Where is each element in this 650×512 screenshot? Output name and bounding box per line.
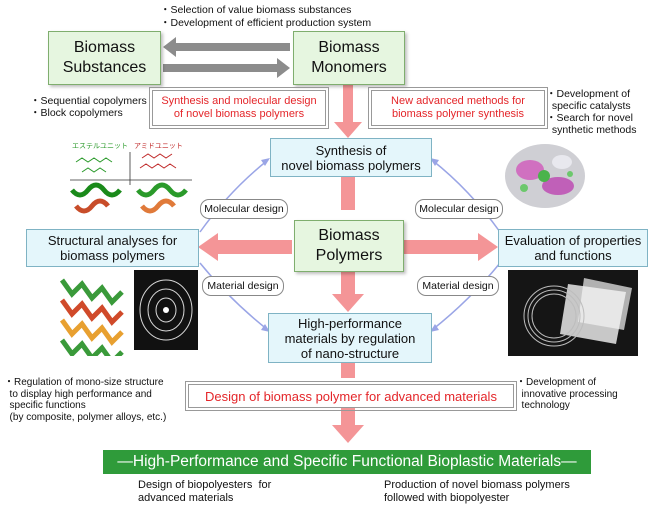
molecular-design-left: Molecular design bbox=[200, 199, 288, 219]
bioplastic-materials-bar: —High-Performance and Specific Functiona… bbox=[103, 450, 591, 474]
new-methods-label: New advanced methods for biomass polymer… bbox=[368, 87, 548, 129]
synthesis-label: Synthesis of novel biomass polymers bbox=[281, 142, 421, 173]
material-design-right: Material design bbox=[417, 276, 499, 296]
helix-left bbox=[70, 182, 122, 214]
molecular-design-right: Molecular design bbox=[415, 199, 503, 219]
gray-arrow-right bbox=[163, 58, 290, 78]
copolymers-note: ・Sequential copolymers ・Block copolymers bbox=[30, 95, 147, 119]
design-advanced-label: Design of biomass polymer for advanced m… bbox=[185, 381, 517, 411]
production-note: Production of novel biomass polymers fol… bbox=[384, 479, 570, 504]
protein-structure-drawing bbox=[505, 144, 585, 208]
biomass-substances-box: Biomass Substances bbox=[48, 31, 161, 85]
catalysts-note: ・Development of specific catalysts ・Sear… bbox=[546, 88, 637, 136]
red-arrow-left bbox=[198, 233, 292, 261]
top-note-production: ・Development of efficient production sys… bbox=[160, 17, 372, 29]
biomass-substances-label: Biomass Substances bbox=[62, 39, 147, 76]
mono-size-note: ・Regulation of mono-size structure to di… bbox=[4, 377, 167, 423]
red-arrow-right bbox=[404, 233, 498, 261]
structural-analyses-box: Structural analyses for biomass polymers bbox=[26, 229, 199, 267]
molecular-structure-figure: エステルユニット アミドユニット bbox=[62, 140, 197, 228]
film-photo-drawing bbox=[523, 278, 632, 347]
crystal-structure-drawing bbox=[58, 270, 198, 366]
helix-right bbox=[136, 182, 188, 214]
biopolyesters-note: Design of biopolyesters for advanced mat… bbox=[138, 479, 272, 504]
protein-structure-figure bbox=[500, 140, 590, 212]
blue-connectors bbox=[199, 159, 501, 331]
material-design-left: Material design bbox=[202, 276, 284, 296]
film-photo bbox=[508, 270, 638, 356]
molecular-structure-drawing: エステルユニット アミドユニット bbox=[70, 142, 192, 214]
top-note-selection: ・Selection of value biomass substances bbox=[160, 4, 352, 16]
blue-arrowheads bbox=[261, 158, 439, 332]
biomass-polymers-label: Biomass Polymers bbox=[315, 227, 383, 264]
crystal-structure-figure bbox=[58, 270, 198, 366]
biomass-monomers-box: Biomass Monomers bbox=[293, 31, 405, 85]
structural-analyses-label: Structural analyses for biomass polymers bbox=[47, 233, 178, 263]
high-performance-label: High-performance materials by regulation… bbox=[284, 315, 416, 361]
evaluation-box: Evaluation of properties and functions bbox=[498, 229, 648, 267]
synthesis-design-label: Synthesis and molecular design of novel … bbox=[149, 87, 329, 129]
gray-arrow-left bbox=[163, 37, 290, 57]
red-arrow-design-down bbox=[332, 408, 364, 443]
red-arrow-monomers-down bbox=[334, 84, 362, 138]
biomass-monomers-label: Biomass Monomers bbox=[311, 39, 387, 76]
amide-unit-label: アミドユニット bbox=[134, 142, 183, 150]
evaluation-label: Evaluation of properties and functions bbox=[504, 233, 642, 263]
ester-unit-label: エステルユニット bbox=[72, 142, 128, 150]
red-arrow-highperf-down bbox=[341, 361, 355, 378]
high-performance-box: High-performance materials by regulation… bbox=[268, 313, 432, 363]
synthesis-box: Synthesis of novel biomass polymers bbox=[270, 138, 432, 177]
red-arrow-synthesis-down bbox=[341, 176, 355, 210]
biomass-polymers-box: Biomass Polymers bbox=[294, 220, 404, 272]
red-arrow-polymers-down bbox=[332, 272, 364, 312]
processing-note: ・Development of innovative processing te… bbox=[516, 377, 618, 411]
